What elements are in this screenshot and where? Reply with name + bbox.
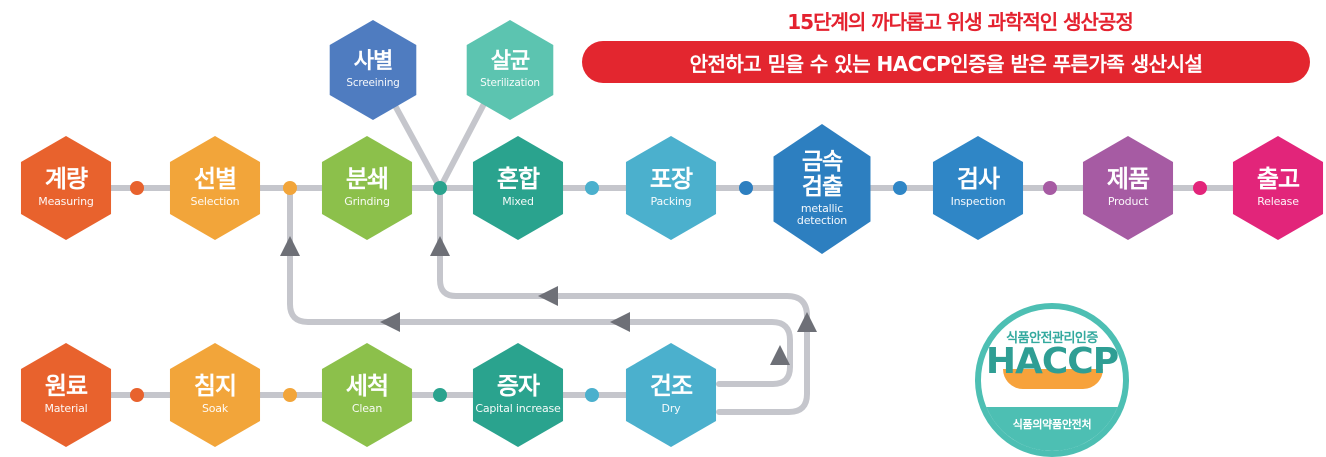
arrow-left-upper: [538, 286, 558, 306]
step-clean-ko: 세척: [345, 372, 389, 401]
dot-11: [433, 388, 447, 402]
step-inspection-en: Inspection: [950, 195, 1006, 209]
step-measuring-en: Measuring: [38, 195, 94, 209]
arrow-up-right-2: [770, 345, 790, 365]
step-packing-en: Packing: [650, 195, 692, 209]
step-material: 원료 Material: [20, 343, 112, 447]
step-clean-en: Clean: [351, 402, 383, 416]
haccp-badge-top-text: 식품안전관리인증: [1006, 331, 1098, 346]
step-product-ko: 제품: [1106, 165, 1150, 194]
step-screening-en: Screeining: [346, 76, 400, 89]
step-mixed-en: Mixed: [502, 195, 534, 209]
step-release-ko: 출고: [1256, 165, 1300, 194]
step-screening-ko: 사별: [353, 48, 393, 74]
step-metal-ko-line2: 검출: [801, 173, 843, 200]
step-selection-en: Selection: [190, 195, 240, 209]
return-path-selection: [287, 189, 793, 387]
step-soak-ko: 침지: [193, 372, 237, 401]
step-soak-en: Soak: [201, 402, 229, 416]
step-capital-en: Capital increase: [475, 402, 561, 416]
dot-3: [433, 181, 447, 195]
haccp-badge-bottom-text: 식품의약품안전처: [981, 407, 1123, 451]
dot-9: [130, 388, 144, 402]
dot-8: [1193, 181, 1207, 195]
step-sterilization-en: Sterilization: [480, 76, 540, 89]
dot-7: [1043, 181, 1057, 195]
step-product-en: Product: [1107, 195, 1149, 209]
step-soak: 침지 Soak: [169, 343, 261, 447]
return-path-grinding: [437, 189, 810, 415]
step-grinding-en: Grinding: [344, 195, 390, 209]
step-dry-en: Dry: [661, 402, 681, 416]
step-sterilization-ko: 살균: [490, 48, 530, 74]
arrow-left-lower-1: [380, 312, 400, 332]
dot-12: [585, 388, 599, 402]
step-packing-ko: 포장: [649, 165, 693, 194]
headline: 15단계의 까다롭고 위생 과학적인 생산공정: [787, 10, 1133, 34]
arrow-up-selection: [280, 236, 300, 256]
screening-branch-line: [389, 97, 443, 191]
arrow-up-grinding: [430, 236, 450, 256]
dot-5: [739, 181, 753, 195]
sterilization-branch-line: [437, 97, 489, 191]
step-metal-ko-line1: 금속: [801, 149, 843, 176]
step-clean: 세척 Clean: [321, 343, 413, 447]
dot-2: [283, 181, 297, 195]
step-inspection-ko: 검사: [956, 165, 1000, 194]
subheadline-banner: 안전하고 믿을 수 있는 HACCP인증을 받은 푸른가족 생산시설: [582, 41, 1310, 83]
haccp-swoosh-icon: [1003, 369, 1103, 389]
dot-6: [893, 181, 907, 195]
step-grinding-ko: 분쇄: [345, 165, 389, 194]
step-measuring-ko: 계량: [44, 165, 88, 194]
dot-1: [130, 181, 144, 195]
arrow-up-right-1: [797, 312, 817, 332]
dot-4: [585, 181, 599, 195]
step-material-en: Material: [44, 402, 88, 416]
dot-10: [283, 388, 297, 402]
step-capital-ko: 증자: [496, 372, 540, 401]
arrow-left-lower-2: [610, 312, 630, 332]
step-metal-en-line2: detection: [796, 214, 848, 228]
haccp-mark: HACCP: [985, 341, 1119, 382]
step-selection-ko: 선별: [193, 165, 237, 194]
step-mixed-ko: 혼합: [496, 165, 540, 194]
step-release-en: Release: [1257, 195, 1299, 209]
step-material-ko: 원료: [44, 372, 88, 401]
step-metal-en-line1: metallic: [800, 201, 844, 215]
haccp-badge: 식품안전관리인증 HACCP 식품의약품안전처: [975, 303, 1129, 457]
step-dry-ko: 건조: [649, 372, 693, 401]
